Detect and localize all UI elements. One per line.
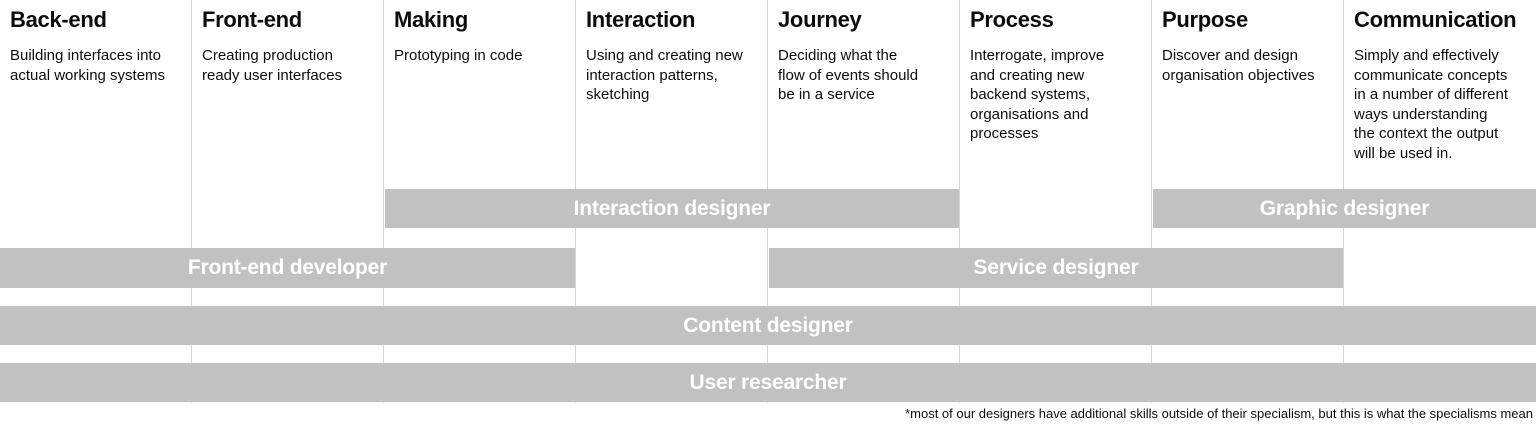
column-title: Front-end: [202, 7, 302, 32]
column-process: Process Interrogate, improve and creatin…: [960, 0, 1152, 144]
role-bar-label: Interaction designer: [573, 196, 771, 220]
column-journey: Journey Deciding what the flow of events…: [768, 0, 960, 105]
role-bar-label: Content designer: [683, 313, 853, 337]
column-divider: [383, 0, 384, 403]
column-title: Purpose: [1162, 7, 1248, 32]
column-description: Interrogate, improve and creating new ba…: [970, 47, 1105, 142]
role-bar-user-researcher: User researcher: [0, 363, 1536, 402]
column-communication: Communication Simply and effectively com…: [1344, 0, 1536, 163]
column-title: Communication: [1354, 7, 1517, 32]
role-bar-front-end-developer: Front-end developer: [0, 248, 575, 288]
column-interaction: Interaction Using and creating new inter…: [576, 0, 768, 105]
footnote: *most of our designers have additional s…: [905, 406, 1533, 421]
column-description: Using and creating new interaction patte…: [586, 47, 743, 103]
role-bar-label: Front-end developer: [187, 256, 388, 279]
column-back-end: Back-end Building interfaces into actual…: [0, 0, 192, 85]
column-divider: [959, 0, 960, 403]
column-description: Simply and effectively communicate conce…: [1354, 47, 1508, 162]
role-bar-content-designer: Content designer: [0, 306, 1536, 345]
column-description: Prototyping in code: [394, 47, 523, 64]
column-title: Process: [970, 7, 1054, 32]
column-description: Discover and design organisation objecti…: [1162, 47, 1315, 84]
role-bar-label: User researcher: [689, 370, 847, 394]
role-bar-label: Graphic designer: [1259, 196, 1430, 220]
column-front-end: Front-end Creating production ready user…: [192, 0, 384, 85]
column-title: Back-end: [10, 7, 107, 32]
column-description: Creating production ready user interface…: [202, 47, 343, 84]
role-bar-label: Service designer: [973, 256, 1139, 279]
column-title: Making: [394, 7, 468, 32]
column-making: Making Prototyping in code: [384, 0, 576, 66]
role-bar-interaction-designer: Interaction designer: [385, 189, 959, 228]
role-bar-graphic-designer: Graphic designer: [1153, 189, 1536, 228]
role-bar-service-designer: Service designer: [769, 248, 1343, 288]
column-description: Building interfaces into actual working …: [10, 47, 166, 84]
column-title: Journey: [778, 7, 862, 32]
column-purpose: Purpose Discover and design organisation…: [1152, 0, 1344, 85]
column-divider: [191, 0, 192, 403]
column-title: Interaction: [586, 7, 696, 32]
column-divider: [1151, 0, 1152, 403]
column-description: Deciding what the flow of events should …: [778, 47, 919, 103]
